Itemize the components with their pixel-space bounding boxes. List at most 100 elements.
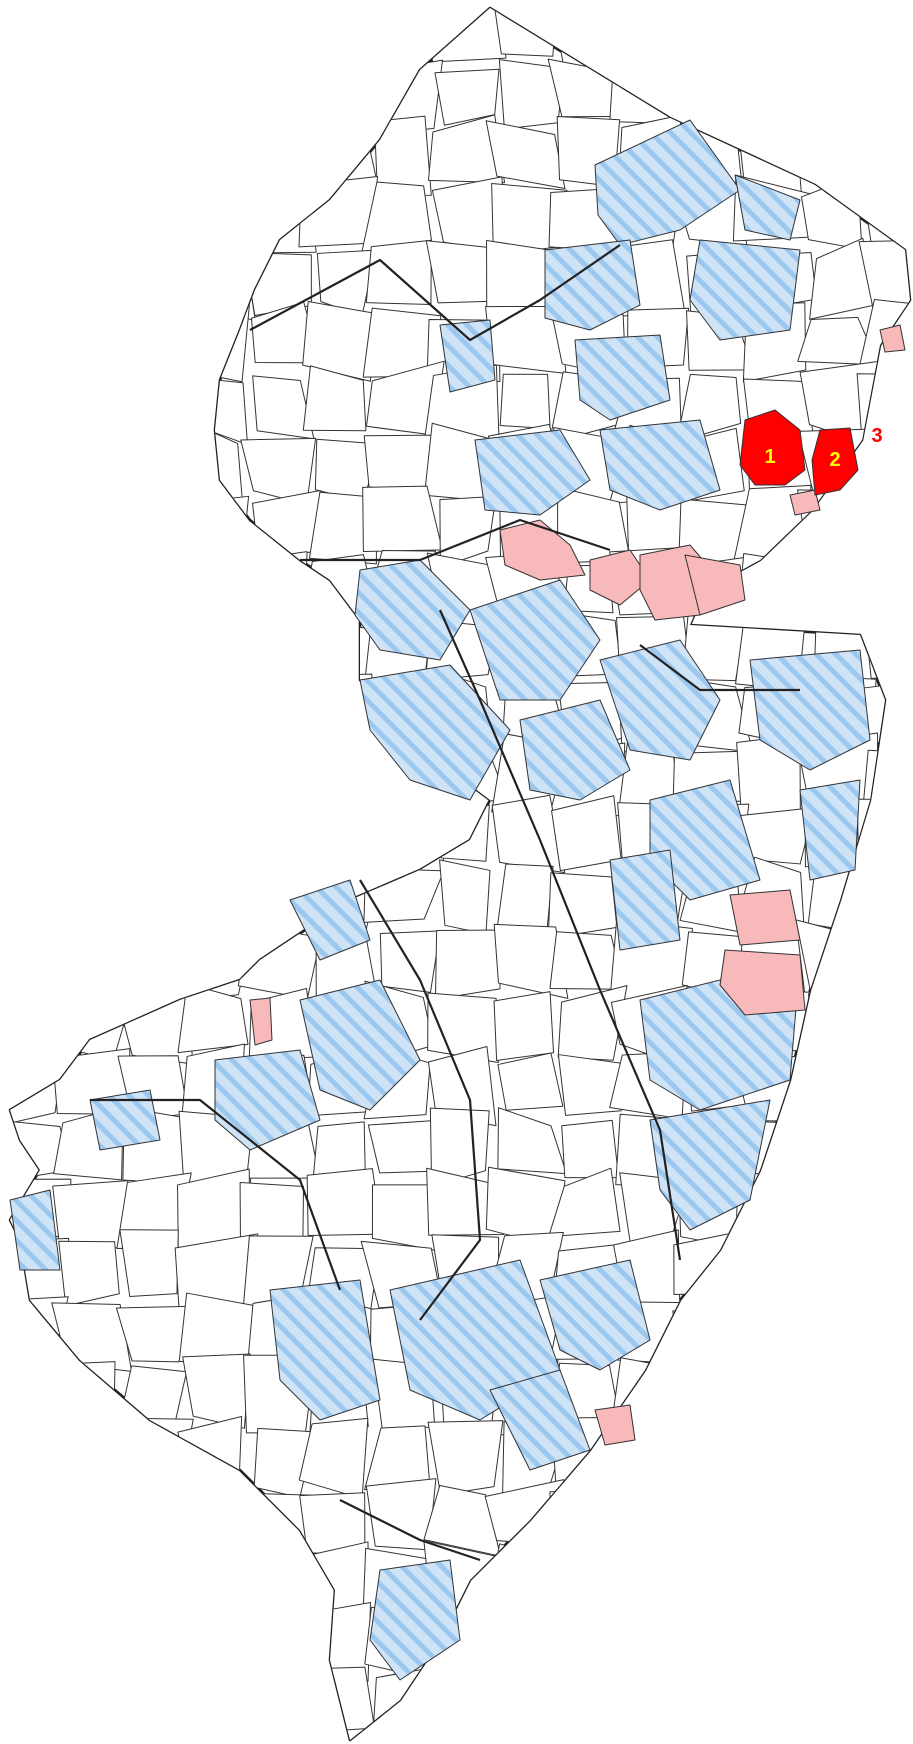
municipality-white bbox=[54, 1494, 135, 1557]
municipality-white bbox=[742, 1602, 810, 1682]
municipality-white bbox=[491, 794, 566, 874]
municipality-white bbox=[114, 1724, 195, 1740]
marker-3: 3 bbox=[871, 425, 882, 447]
municipality-light-red bbox=[789, 489, 821, 516]
municipality-white bbox=[244, 613, 318, 682]
municipality-white bbox=[877, 1421, 910, 1496]
municipality-white bbox=[804, 1180, 871, 1248]
municipality-white bbox=[371, 802, 445, 878]
municipality-hatched bbox=[89, 1089, 161, 1151]
municipality-white bbox=[865, 52, 910, 119]
municipality-hatched bbox=[799, 779, 861, 881]
municipality-white bbox=[59, 50, 128, 116]
municipality-white bbox=[119, 243, 194, 320]
municipality-hatched bbox=[489, 1369, 591, 1471]
municipality-white bbox=[10, 371, 64, 435]
municipality-white bbox=[858, 239, 910, 319]
municipality-white bbox=[873, 1292, 910, 1376]
municipality-white bbox=[611, 1668, 679, 1740]
municipality-white bbox=[119, 487, 179, 552]
municipality-white bbox=[738, 552, 812, 620]
municipality-white bbox=[488, 1677, 563, 1740]
municipality-white bbox=[551, 1604, 619, 1684]
municipality-white bbox=[242, 125, 321, 189]
municipality-white bbox=[795, 56, 867, 130]
municipality-light-red bbox=[589, 549, 651, 606]
municipality-white bbox=[180, 921, 255, 1001]
municipality-white bbox=[672, 1310, 754, 1370]
municipality-white bbox=[734, 54, 816, 127]
municipality-white bbox=[179, 1678, 246, 1738]
county-line bbox=[90, 1098, 342, 1291]
municipality-light-red bbox=[594, 1404, 636, 1446]
municipality-white bbox=[250, 804, 320, 864]
municipality-white bbox=[612, 1602, 686, 1686]
municipality-white bbox=[54, 1361, 116, 1432]
municipality-white bbox=[10, 608, 74, 680]
county-boundaries bbox=[90, 244, 800, 1562]
municipality-white bbox=[185, 742, 244, 810]
municipality-white bbox=[310, 59, 377, 129]
municipality-white bbox=[124, 435, 198, 499]
municipality-white bbox=[51, 555, 133, 628]
municipality-white bbox=[856, 1118, 910, 1178]
municipality-white bbox=[176, 58, 244, 133]
municipality-white bbox=[863, 1356, 910, 1429]
municipality-light-red bbox=[499, 519, 586, 581]
municipality-white bbox=[55, 372, 129, 430]
municipality-white bbox=[869, 1601, 910, 1686]
municipality-white bbox=[113, 684, 189, 754]
municipality-hatched bbox=[574, 334, 671, 421]
municipality-hatched bbox=[749, 649, 871, 771]
municipality-white bbox=[178, 1543, 255, 1621]
municipality-white bbox=[115, 306, 193, 366]
municipality-white bbox=[485, 120, 566, 190]
municipality-white bbox=[303, 809, 370, 872]
municipality-white bbox=[124, 921, 192, 1000]
municipality-white bbox=[372, 1724, 431, 1740]
municipality-white bbox=[425, 240, 493, 304]
municipality-white bbox=[796, 1550, 879, 1620]
municipality-white bbox=[814, 1291, 877, 1373]
county-line bbox=[249, 244, 621, 342]
municipality-white bbox=[117, 796, 180, 878]
municipality-hatched bbox=[469, 579, 601, 701]
municipality-white bbox=[10, 740, 69, 813]
municipality-white bbox=[795, 919, 878, 1003]
municipality-white bbox=[10, 795, 67, 880]
municipality-white bbox=[557, 985, 628, 1061]
municipality-white bbox=[10, 1551, 71, 1608]
municipality-white bbox=[744, 1663, 816, 1740]
municipality-white bbox=[182, 298, 251, 383]
municipality-white bbox=[113, 1417, 194, 1489]
municipality-white bbox=[864, 612, 910, 680]
municipality-white bbox=[493, 1725, 569, 1740]
municipality-white bbox=[682, 1606, 753, 1684]
municipality-white bbox=[672, 8, 747, 74]
marker-1: 1 bbox=[764, 446, 775, 468]
municipality-white bbox=[10, 1368, 64, 1437]
municipality-white bbox=[128, 873, 194, 938]
municipality-white bbox=[736, 1353, 807, 1430]
municipality-white bbox=[434, 929, 503, 1000]
municipality-white bbox=[427, 114, 506, 184]
municipality-white bbox=[373, 115, 432, 196]
municipality-white bbox=[433, 1662, 496, 1739]
municipality-red-2 bbox=[811, 427, 859, 496]
municipality-hatched bbox=[474, 429, 591, 516]
municipality-white bbox=[115, 1305, 195, 1363]
municipality-white bbox=[191, 236, 256, 322]
municipality-hatched bbox=[599, 419, 721, 511]
municipality-white bbox=[427, 1045, 497, 1127]
municipality-white bbox=[10, 1726, 70, 1740]
municipality-hatched bbox=[299, 979, 421, 1111]
municipality-white bbox=[795, 8, 874, 71]
municipality-white bbox=[620, 8, 679, 68]
municipality-white bbox=[61, 868, 132, 937]
municipality-white bbox=[860, 8, 910, 70]
municipality-white bbox=[177, 983, 249, 1054]
municipality-white bbox=[10, 427, 55, 493]
municipality-white bbox=[244, 733, 311, 813]
red-regions bbox=[739, 409, 859, 496]
